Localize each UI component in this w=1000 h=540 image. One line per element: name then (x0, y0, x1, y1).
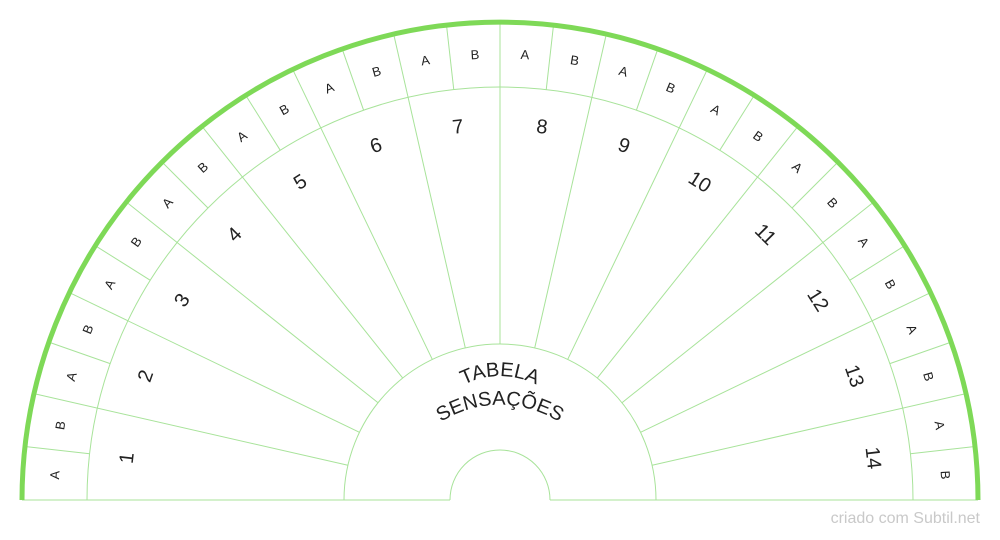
sub-label: B (52, 420, 68, 431)
sub-label: B (938, 470, 953, 479)
sector-label: 13 (840, 362, 868, 390)
title-line-2: SENSAÇÕES (433, 388, 568, 426)
chart-lines (19, 19, 981, 501)
sub-divider (94, 245, 151, 281)
sub-label: A (420, 52, 431, 68)
sub-label: B (370, 63, 382, 80)
sector-divider (125, 201, 379, 404)
sector-divider (534, 33, 607, 349)
sub-label: A (903, 322, 920, 336)
sub-divider (245, 94, 281, 151)
sub-label: B (824, 195, 841, 211)
sector-label: 14 (860, 446, 884, 471)
sub-label: A (159, 194, 176, 211)
sub-label: A (520, 47, 530, 62)
sector-label: 11 (750, 220, 780, 250)
sector-label: 9 (615, 134, 633, 158)
sector-divider (651, 393, 967, 466)
sector-label: 8 (535, 116, 549, 139)
sub-label: A (855, 234, 872, 250)
sub-divider (48, 341, 111, 365)
sub-label: B (195, 159, 211, 176)
sub-label: A (101, 277, 118, 292)
sector-label: 2 (134, 367, 158, 385)
sub-label: A (63, 370, 80, 383)
sector-divider (33, 393, 349, 466)
sub-label: A (47, 470, 62, 480)
chart-title: TABELA SENSAÇÕES (433, 359, 568, 426)
sub-divider (341, 48, 365, 111)
sub-label: A (932, 420, 948, 431)
sub-label: A (789, 159, 806, 176)
sub-label: B (128, 234, 145, 250)
sub-divider (910, 445, 976, 455)
sub-divider (545, 24, 555, 90)
sector-label: 12 (802, 285, 832, 316)
sector-divider (201, 125, 404, 379)
sub-label: B (750, 128, 766, 145)
sub-divider (791, 161, 839, 209)
sub-divider (24, 445, 90, 455)
sector-divider (640, 292, 931, 433)
sub-label: B (569, 52, 580, 68)
sub-label: B (882, 277, 899, 292)
outer-rim (19, 19, 981, 501)
sector-divider (69, 292, 360, 433)
sector-divider (621, 201, 875, 404)
sector-label: 10 (684, 167, 715, 197)
sub-divider (849, 245, 906, 281)
sub-label: B (79, 322, 96, 336)
sector-label: 7 (451, 116, 465, 139)
sub-divider (635, 48, 659, 111)
sub-label: A (617, 63, 630, 80)
sub-label: A (322, 79, 336, 96)
title-line-1: TABELA (457, 359, 544, 390)
sub-label: A (234, 127, 250, 144)
sub-label: B (277, 101, 292, 118)
sector-label: 4 (223, 223, 246, 246)
sub-label: B (920, 370, 937, 382)
sector-divider (596, 125, 799, 379)
inner-ring-arc (343, 343, 657, 501)
sub-label: A (708, 101, 723, 118)
sub-label: B (470, 47, 479, 62)
sub-divider (889, 341, 952, 365)
sub-divider (445, 24, 455, 90)
sector-divider (393, 33, 466, 349)
sector-label: 3 (170, 290, 195, 311)
sector-label: 1 (116, 451, 139, 465)
sub-divider (161, 161, 209, 209)
sector-divider (292, 69, 433, 360)
sub-divider (719, 94, 755, 151)
sub-label: B (664, 79, 678, 96)
sector-label: 6 (367, 134, 385, 158)
credit-text: criado com Subtil.net (830, 510, 980, 527)
center-hole-arc (449, 449, 551, 501)
sector-label: 5 (290, 170, 311, 195)
sector-divider (567, 69, 708, 360)
